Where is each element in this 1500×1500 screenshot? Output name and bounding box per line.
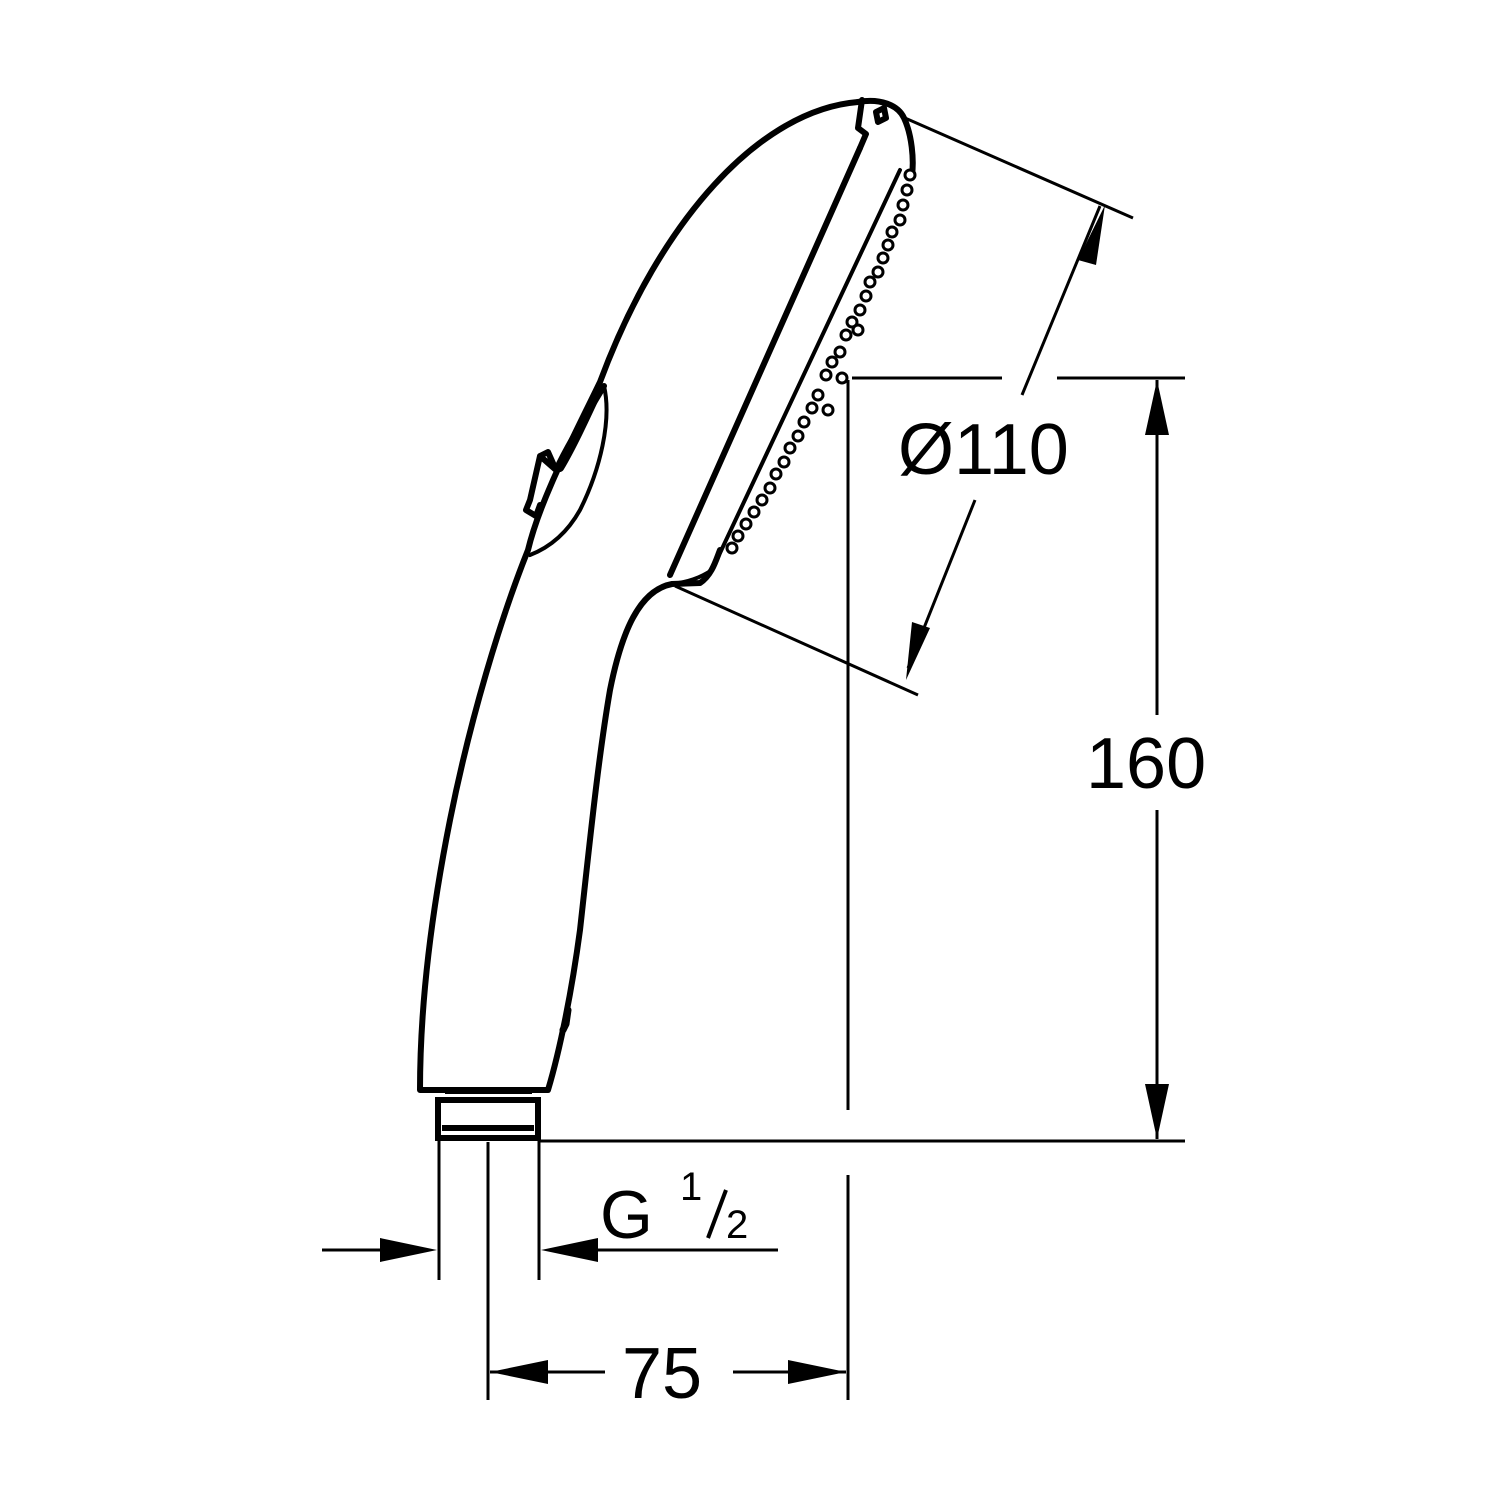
diameter-label: Ø110 [898,410,1069,490]
spray-plate-line [670,168,902,586]
button-recess [528,384,609,557]
arrow-down-icon [906,622,930,680]
arrow-right-icon [788,1360,846,1384]
thread-connector [435,1090,541,1141]
dimension-depth: 75 [486,380,850,1414]
thread-denominator: 2 [726,1203,748,1247]
head-notch-tab [873,105,889,125]
handle-outline [417,99,861,1093]
arrow-right-icon [380,1238,437,1262]
dimension-line-upper [1020,205,1102,396]
arrow-up-icon [1078,205,1105,265]
connector-nut [435,1097,541,1141]
handle-bump [559,1006,572,1034]
button-dark-band [556,388,602,472]
dimension-thread: G 1 2 [322,1140,778,1280]
extension-line-top [904,116,1134,220]
arrow-down-icon [1145,1084,1169,1139]
height-label: 160 [1086,724,1206,804]
head-notch [855,97,869,151]
head-top-cap [855,97,916,178]
thread-numerator: 1 [680,1165,702,1209]
arrow-left-icon [541,1238,598,1262]
dimension-height: 160 [540,376,1206,1143]
depth-label: 75 [622,1334,702,1414]
thread-prefix: G [600,1177,653,1253]
arrow-up-icon [1145,380,1169,435]
spray-nozzles [725,168,917,555]
extension-line-bottom [674,584,919,697]
dimension-diameter: Ø110 [674,116,1134,697]
nozzle-row [725,168,917,555]
head-rim-line [667,145,863,578]
hand-shower-body [417,97,916,1093]
thread-fraction-slash [706,1189,728,1239]
arrow-left-icon [490,1360,548,1384]
